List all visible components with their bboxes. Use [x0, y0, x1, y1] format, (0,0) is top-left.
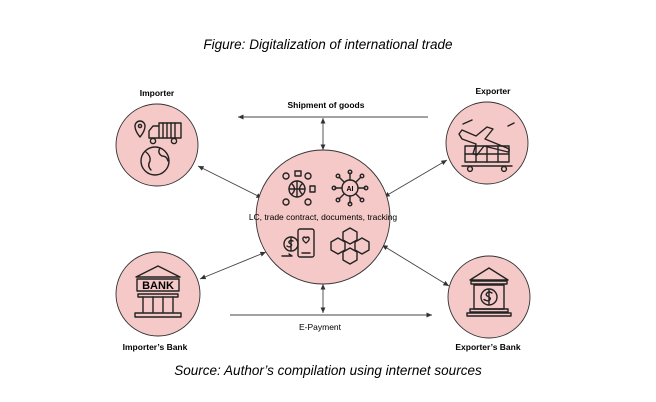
exporter-circle	[445, 101, 529, 185]
ai-chip-label: AI	[347, 186, 354, 193]
blockchain-cubes-icon	[330, 227, 370, 265]
importer-bank-link	[199, 251, 267, 280]
importer-bank-label: Importer’s Bank	[123, 342, 188, 352]
ai-chip-icon	[331, 169, 369, 207]
truck-globe-icon	[134, 120, 182, 176]
exporter-bank-label: Exporter’s Bank	[455, 342, 520, 352]
exporter-label: Exporter	[476, 86, 512, 96]
center-label: LC, trade contract, documents, tracking	[249, 212, 398, 222]
bank-dollar-icon	[466, 267, 512, 317]
figure-title: Figure: Digitalization of international …	[203, 37, 453, 52]
importer-label: Importer	[140, 88, 175, 98]
importer-link	[197, 165, 263, 199]
source-caption: Source: Author’s compilation using inter…	[174, 363, 482, 378]
network-people-icon	[282, 170, 316, 206]
connectors	[197, 114, 450, 318]
bank-building-icon	[134, 265, 182, 318]
mobile-payment-icon	[281, 228, 315, 258]
payment-label: E-Payment	[299, 322, 342, 332]
bank-sign-text: BANK	[142, 280, 174, 292]
airplane-cargo-icon	[458, 119, 515, 173]
importer-circle	[115, 103, 199, 187]
shipment-label: Shipment of goods	[288, 100, 365, 110]
exporter-bank-link	[381, 244, 450, 287]
exporter-link	[383, 159, 448, 198]
